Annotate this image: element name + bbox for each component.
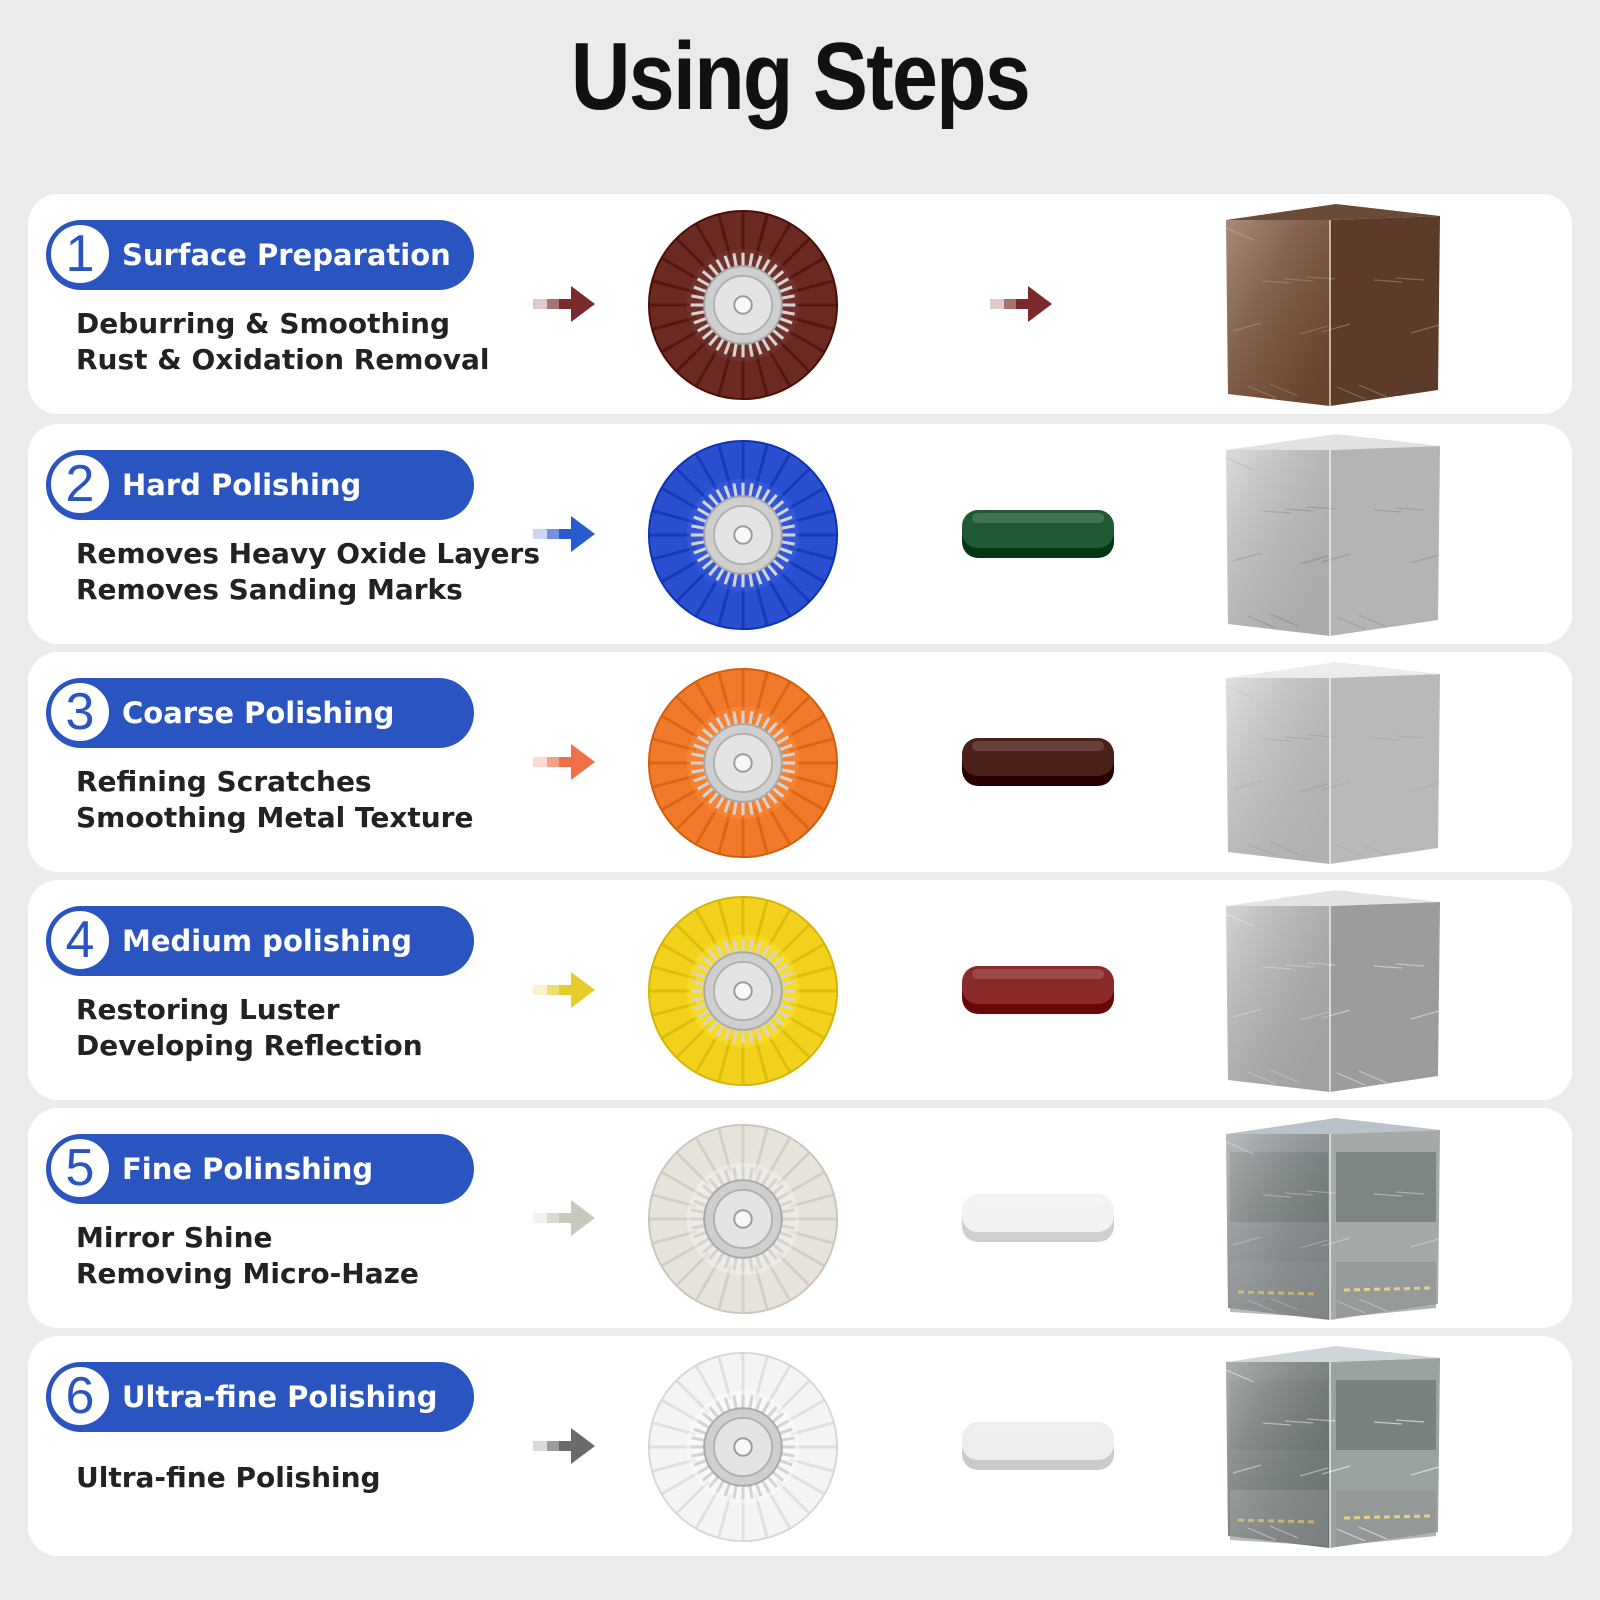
step-header-pill: 1 Surface Preparation bbox=[46, 220, 474, 290]
arrow-right-icon bbox=[533, 516, 595, 552]
step-description-line: Smoothing Metal Texture bbox=[76, 801, 474, 834]
step-title: Coarse Polishing bbox=[122, 696, 395, 730]
step-description-line: Refining Scratches bbox=[76, 765, 372, 798]
buffing-wheel-icon bbox=[647, 895, 839, 1087]
polishing-compound-bar-icon bbox=[962, 1194, 1114, 1242]
step-title: Ultra-fine Polishing bbox=[122, 1380, 438, 1414]
metal-cube-icon bbox=[1225, 204, 1440, 406]
step-title: Fine Polinshing bbox=[122, 1152, 374, 1186]
step-header-pill: 4 Medium polishing bbox=[46, 906, 474, 976]
step-description-line: Rust & Oxidation Removal bbox=[76, 343, 490, 376]
step-header-pill: 5 Fine Polinshing bbox=[46, 1134, 474, 1204]
arrow-right-icon bbox=[990, 286, 1052, 322]
step-title: Medium polishing bbox=[122, 924, 412, 958]
step-description-line: Removes Sanding Marks bbox=[76, 573, 463, 606]
buffing-wheel-icon bbox=[647, 1351, 839, 1543]
step-description-line: Ultra-fine Polishing bbox=[76, 1461, 381, 1494]
step-number: 2 bbox=[48, 452, 112, 516]
step-description-line: Mirror Shine bbox=[76, 1221, 273, 1254]
buffing-wheel-icon bbox=[647, 667, 839, 859]
buffing-wheel-icon bbox=[647, 1123, 839, 1315]
arrow-right-icon bbox=[533, 1428, 595, 1464]
step-description: Ultra-fine Polishing bbox=[76, 1460, 381, 1496]
step-number: 5 bbox=[48, 1136, 112, 1200]
polishing-compound-bar-icon bbox=[962, 966, 1114, 1014]
step-title: Hard Polishing bbox=[122, 468, 362, 502]
page-title: Using Steps bbox=[570, 23, 1031, 130]
polishing-compound-bar-icon bbox=[962, 510, 1114, 558]
metal-cube-icon bbox=[1225, 890, 1440, 1092]
polishing-compound-bar-icon bbox=[962, 1422, 1114, 1470]
step-description-line: Deburring & Smoothing bbox=[76, 307, 451, 340]
arrow-right-icon bbox=[533, 1200, 595, 1236]
metal-cube-icon bbox=[1225, 1118, 1440, 1320]
step-description-line: Restoring Luster bbox=[76, 993, 340, 1026]
metal-cube-icon bbox=[1225, 1346, 1440, 1548]
step-number: 1 bbox=[48, 222, 112, 286]
arrow-right-icon bbox=[533, 972, 595, 1008]
metal-cube-icon bbox=[1225, 662, 1440, 864]
step-title: Surface Preparation bbox=[122, 238, 451, 272]
metal-cube-icon bbox=[1225, 434, 1440, 636]
step-description-line: Developing Reflection bbox=[76, 1029, 423, 1062]
buffing-wheel-icon bbox=[647, 439, 839, 631]
step-number: 3 bbox=[48, 680, 112, 744]
step-number: 4 bbox=[48, 908, 112, 972]
step-description-line: Removes Heavy Oxide Layers bbox=[76, 537, 541, 570]
step-header-pill: 6 Ultra-fine Polishing bbox=[46, 1362, 474, 1432]
step-header-pill: 2 Hard Polishing bbox=[46, 450, 474, 520]
step-number: 6 bbox=[48, 1364, 112, 1428]
step-description-line: Removing Micro-Haze bbox=[76, 1257, 419, 1290]
arrow-right-icon bbox=[533, 744, 595, 780]
arrow-right-icon bbox=[533, 286, 595, 322]
polishing-compound-bar-icon bbox=[962, 738, 1114, 786]
buffing-wheel-icon bbox=[647, 209, 839, 401]
step-header-pill: 3 Coarse Polishing bbox=[46, 678, 474, 748]
